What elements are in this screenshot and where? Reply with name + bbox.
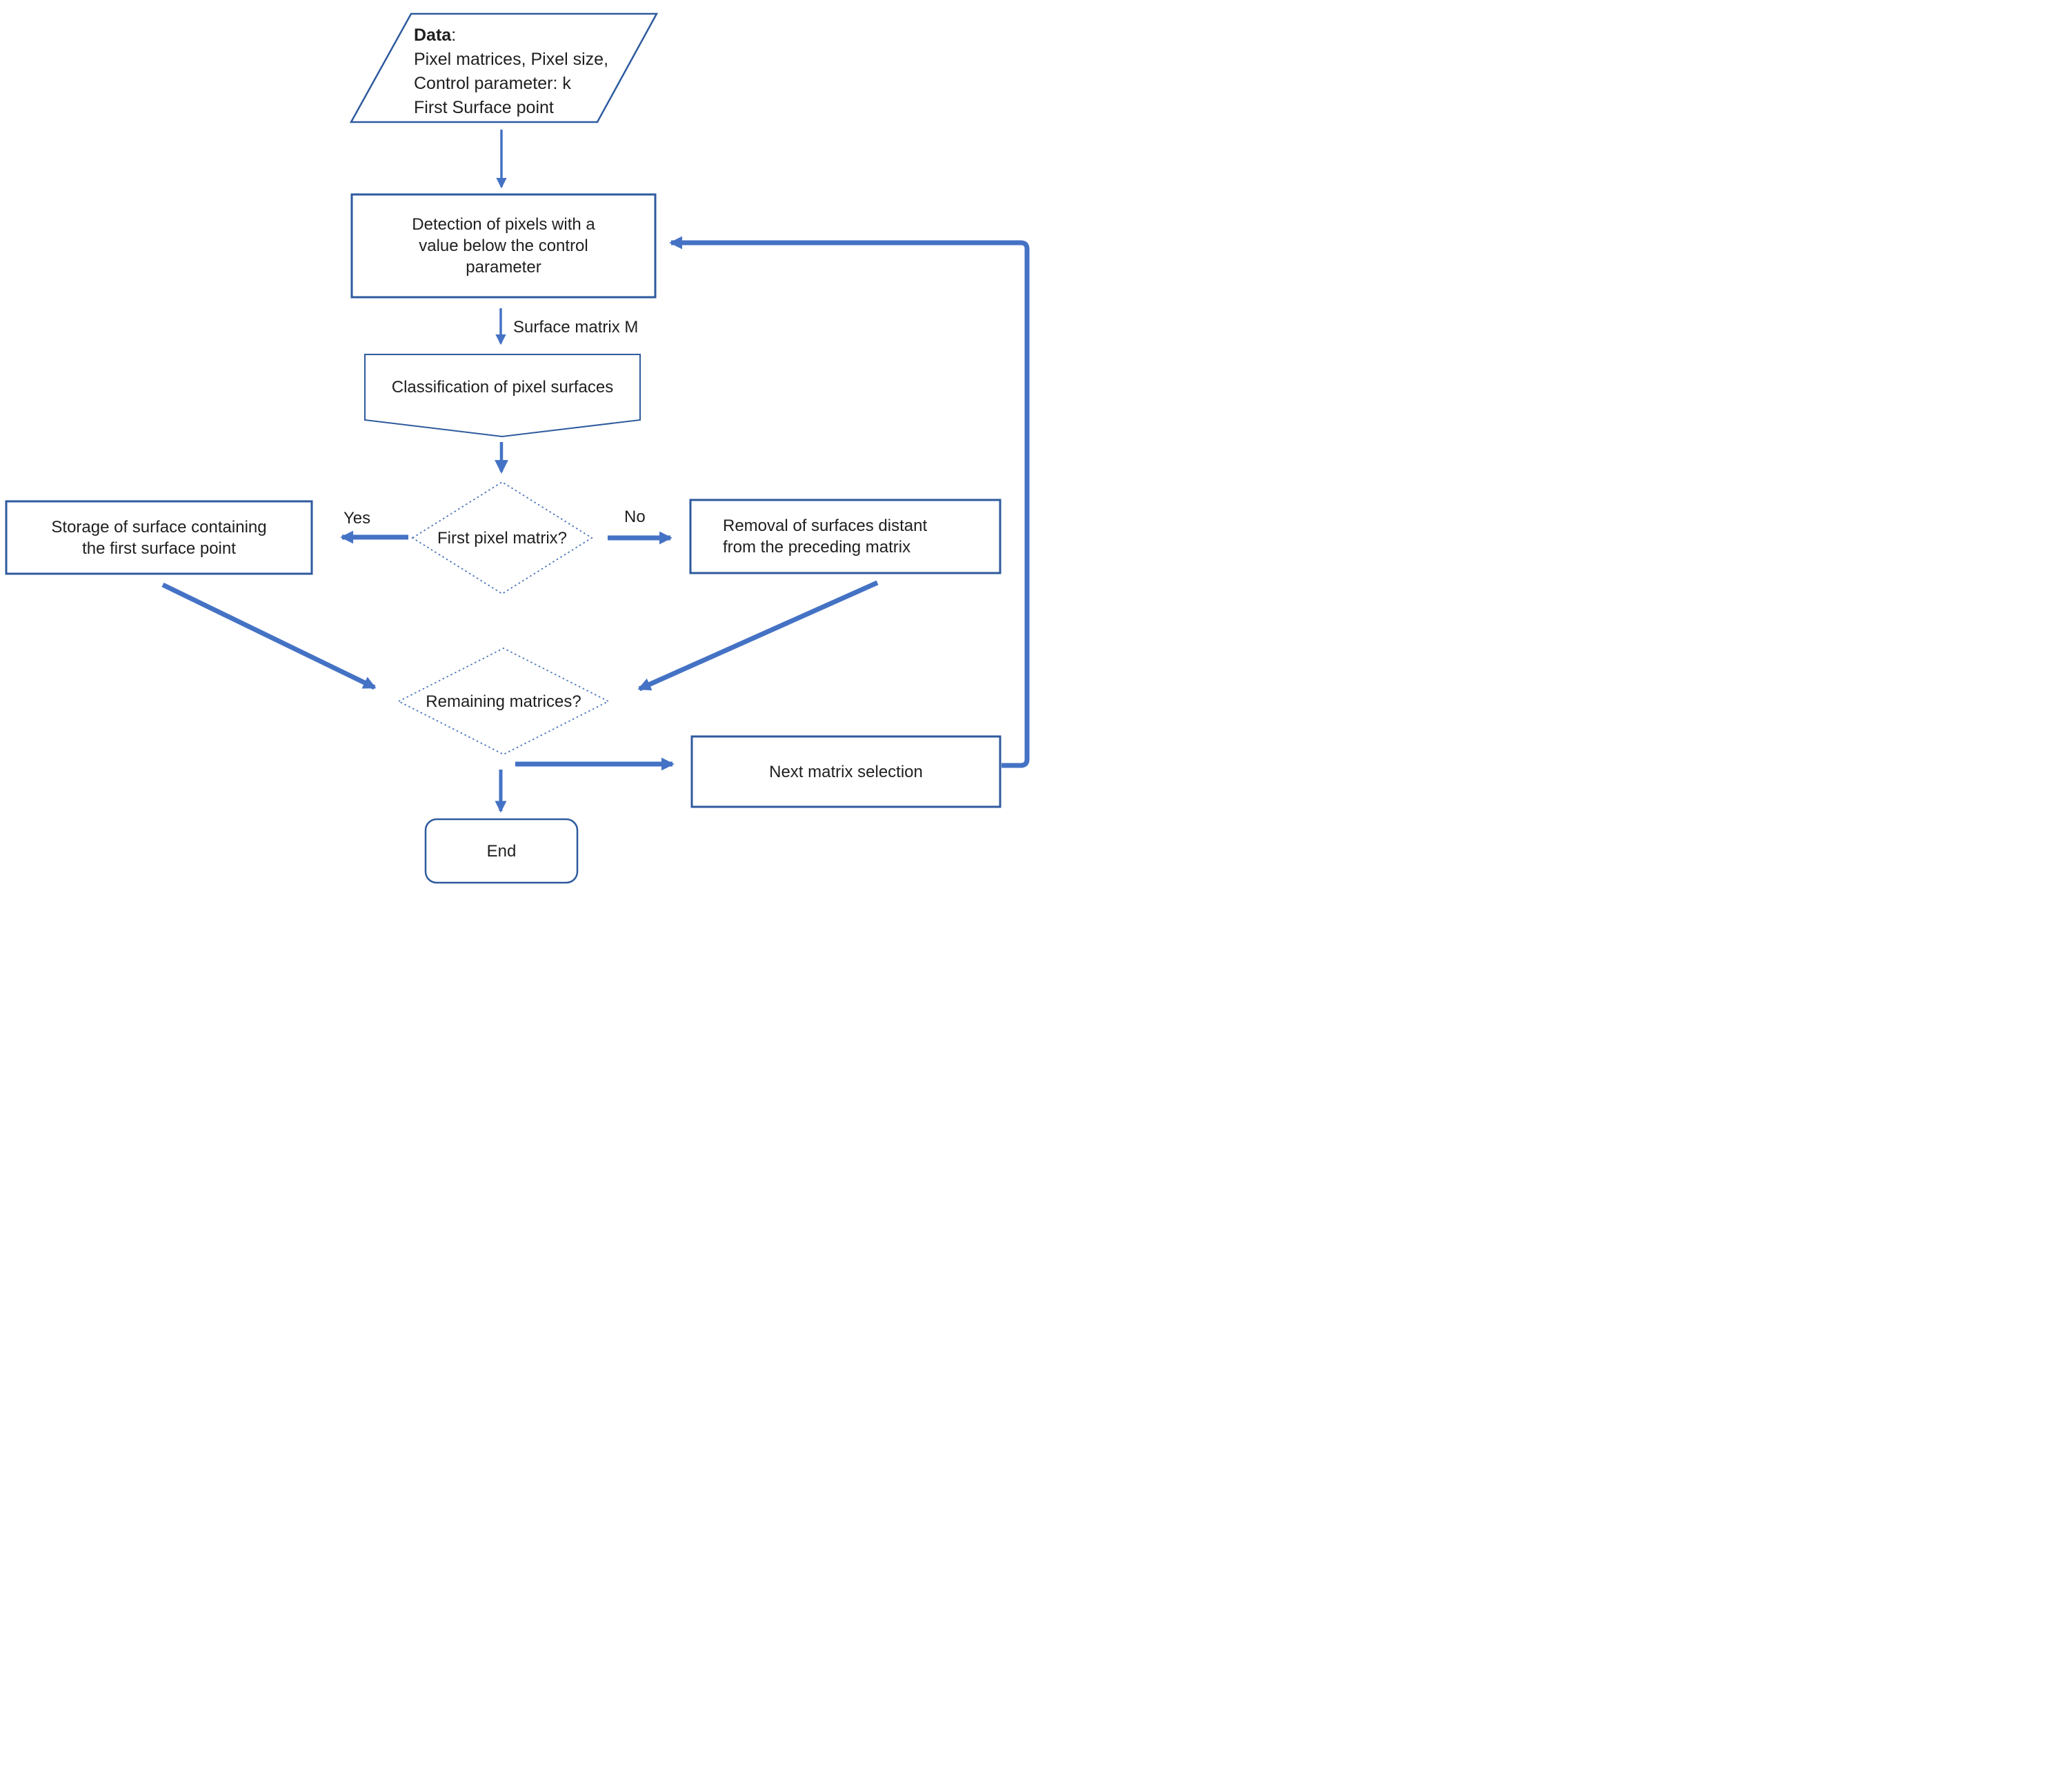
- removal-box: [689, 499, 1002, 574]
- end-rounded-box: [424, 818, 579, 884]
- detection-line: parameter: [466, 258, 541, 277]
- end-text: End: [426, 819, 577, 883]
- detection-text: Detection of pixels with a value below t…: [352, 194, 655, 297]
- classification-pentagon: [364, 354, 641, 438]
- yes-label: Yes: [343, 509, 371, 528]
- data-input-line: Control parameter: k: [414, 74, 571, 93]
- storage-box: [5, 500, 313, 575]
- remaining-matrices-text: Remaining matrices?: [399, 648, 608, 754]
- removal-text: Removal of surfaces distant from the pre…: [723, 500, 1000, 573]
- data-input-line: First Surface point: [414, 98, 554, 117]
- next-matrix-text: Next matrix selection: [692, 736, 1000, 807]
- data-input-line: Pixel matrices, Pixel size,: [414, 50, 609, 69]
- storage-text: Storage of surface containing the first …: [6, 501, 312, 574]
- next-matrix-label: Next matrix selection: [769, 762, 923, 781]
- arrow-storage-to-remaining: [161, 582, 377, 690]
- detection-line: Detection of pixels with a: [412, 215, 595, 234]
- flowchart-shapes-layer: [5, 12, 1030, 884]
- next-matrix-box: [690, 735, 1002, 808]
- first-pixel-matrix-text: First pixel matrix?: [412, 482, 592, 594]
- remaining-matrices-label: Remaining matrices?: [426, 692, 581, 711]
- surface-matrix-label: Surface matrix M: [513, 318, 639, 337]
- arrow-loop-next-to-detection: [669, 236, 1030, 768]
- removal-line: Removal of surfaces distant: [723, 517, 928, 535]
- data-input-heading: Data:: [414, 26, 457, 45]
- remaining-matrices-diamond: [397, 647, 610, 756]
- data-input-parallelogram: [349, 12, 659, 123]
- data-input-text: Data: Pixel matrices, Pixel size, Contro…: [414, 23, 648, 123]
- first-pixel-matrix-diamond: [411, 481, 593, 595]
- classification-text: Classification of pixel surfaces: [365, 354, 640, 420]
- end-label: End: [486, 841, 517, 861]
- no-label: No: [624, 508, 646, 526]
- flowchart-canvas: Data: Pixel matrices, Pixel size, Contro…: [0, 0, 1036, 888]
- arrow-removal-to-remaining: [637, 580, 879, 692]
- detection-line: value below the control: [419, 237, 588, 255]
- removal-line: from the preceding matrix: [723, 538, 911, 556]
- classification-label: Classification of pixel surfaces: [391, 378, 614, 397]
- storage-line: Storage of surface containing: [51, 517, 267, 536]
- detection-box: [350, 193, 657, 299]
- first-pixel-matrix-label: First pixel matrix?: [437, 528, 568, 548]
- storage-line: the first surface point: [82, 539, 236, 558]
